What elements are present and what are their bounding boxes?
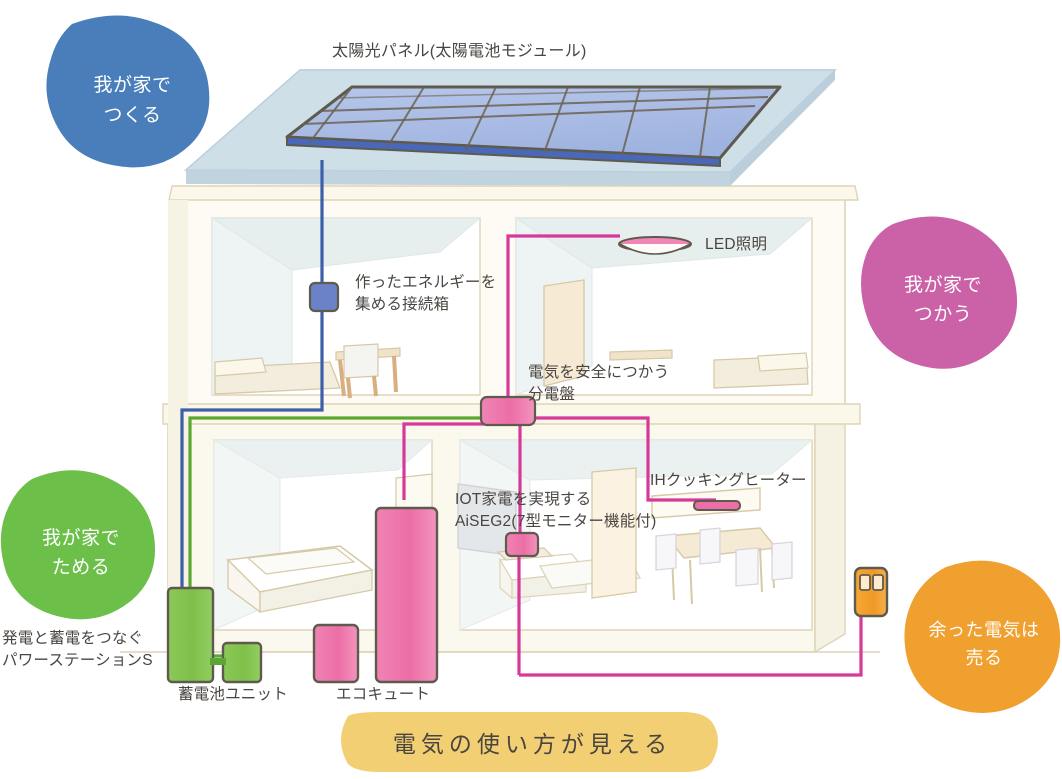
badge-sell-line2: 売る	[965, 648, 1003, 668]
electric-meter-icon	[853, 566, 889, 618]
label-junction-box-line1: 作ったエネルギーを	[355, 274, 497, 291]
label-junction-box-line2: 集める接続箱	[355, 296, 450, 314]
badge-shape-sell	[904, 560, 1061, 713]
upper-left-room	[210, 217, 482, 399]
label-power-station-line2: パワーステーションS	[2, 652, 153, 670]
label-power-station: 発電と蓄電をつなぐ パワーステーションS	[2, 628, 153, 673]
badge-store: 我が家で ためる	[6, 484, 156, 622]
ecocute-heatpump-icon	[312, 623, 360, 684]
label-aiseg: IOT家電を実現する AiSEG2(7型モニター機能付)	[455, 489, 656, 534]
label-ih-heater: IHクッキングヒーター	[650, 472, 807, 489]
label-power-station-line1: 発電と蓄電をつなぐ	[2, 630, 144, 647]
badge-shape-use	[861, 216, 1018, 369]
badge-store-line2: ためる	[51, 557, 111, 578]
label-distribution-board-line1: 電気を安全につかう	[528, 364, 670, 381]
ih-cooktop-icon	[693, 500, 741, 511]
power-station-icon	[166, 586, 215, 684]
badge-use: 我が家で つかう	[868, 230, 1018, 370]
badge-shapes	[0, 15, 1061, 713]
wire-pink-meter	[517, 545, 863, 677]
upper-right-room	[514, 217, 814, 396]
label-aiseg-line2: AiSEG2(7型モニター機能付)	[455, 513, 657, 531]
badge-use-line2: つかう	[913, 304, 973, 325]
distribution-board-icon	[479, 395, 537, 427]
ecocute-tank-icon	[374, 506, 439, 684]
label-distribution-board: 電気を安全につかう 分電盤	[528, 362, 669, 407]
badge-shape-create	[46, 15, 210, 168]
label-battery-unit: 蓄電池ユニット	[178, 686, 288, 703]
aiseg-monitor-icon	[504, 531, 540, 558]
junction-box-icon	[308, 281, 340, 313]
badge-sell-line1: 余った電気は	[928, 620, 1040, 641]
battery-unit-icon	[210, 641, 263, 684]
banner-shape	[341, 712, 718, 772]
badge-create-line1: 我が家で	[93, 75, 172, 97]
label-led-light: LED照明	[705, 236, 768, 253]
badge-create: 我が家で つくる	[55, 28, 210, 173]
page-title: 太陽光パネル(太陽電池モジュール)	[332, 43, 587, 60]
led-light-icon	[618, 236, 692, 255]
badge-sell: 余った電気は 売る	[908, 576, 1060, 714]
wire-pink	[402, 234, 716, 540]
solar-panel-icon	[285, 85, 782, 168]
label-junction-box: 作ったエネルギーを 集める接続箱	[355, 272, 496, 317]
badge-create-line2: つくる	[103, 104, 162, 126]
label-distribution-board-line2: 分電盤	[528, 386, 576, 404]
label-ecocute: エコキュート	[336, 686, 431, 703]
badge-store-line1: 我が家で	[41, 527, 120, 549]
wire-blue	[180, 160, 324, 600]
badge-shape-store	[0, 470, 156, 620]
bottom-banner: 電気の使い方が見える	[392, 731, 673, 757]
lower-right-room	[457, 439, 814, 631]
badge-use-line1: 我が家で	[903, 274, 982, 296]
label-aiseg-line1: IOT家電を実現する	[455, 491, 592, 508]
